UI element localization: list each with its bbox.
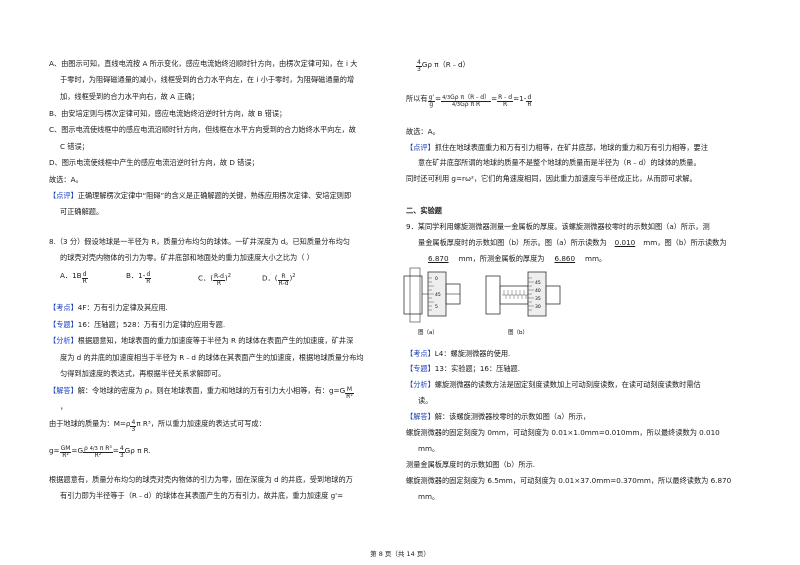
figure-a-caption: 图（a） [418, 328, 438, 336]
jieda-line: 螺旋测微器的固定刻度为 6.5mm，可动刻度为 0.01×37.0mm=0.37… [406, 476, 732, 485]
fenxi-line: 【分析】根据题意知，地球表面的重力加速度等于半径为 R 的球体在表面产生的加速度… [49, 336, 354, 345]
comment-line: 同时还可利用 g=rω²，它们的角速度相同，因此重力加速度与半径成正比，从而即可… [406, 174, 697, 183]
tick-label: 0 [435, 276, 438, 282]
tick-label: 45 [535, 280, 541, 286]
question-8-stem: 8.（3 分）假设地球是一半径为 R，质量分布均匀的球体。一矿井深度为 d。已知… [49, 237, 350, 246]
text-line: D、图示电流使线框中产生的感应电流沿逆时针方向，故 D 错误； [49, 158, 259, 167]
figure-b-caption: 图（b） [508, 328, 528, 336]
jieda-line: 【解答】解：该螺旋测微器校零时的示数如图（a）所示， [406, 412, 591, 421]
text-line: A、由图示可知，直线电流按 A 所示变化，感应电流始终沿顺时针方向，由楞次定律可… [49, 59, 358, 68]
micrometer-b: 45 40 35 30 图（b） [485, 271, 561, 336]
text-line: 故选：A。 [49, 175, 83, 184]
question-9-stem: 9．某同学利用螺旋测微器测量一金属板的厚度。该螺旋测微器校零时的示数如图（a）所… [406, 222, 710, 231]
text-line: C、图示电流使线框中的感应电流沿顺时针方向，但线框在水平方向受到的合力始终水平向… [49, 125, 356, 134]
fenxi-line: 匀得到加速度的表达式，再根据半径关系求解即可。 [60, 369, 226, 378]
fenxi-line: 度为 d 的井底的加速度相当于半径为 R﹣d 的球体在其表面产生的加速度，根据地… [60, 353, 364, 362]
jieda-line: mm。 [418, 492, 440, 501]
fenxi-line: 【分析】螺旋测微器的读数方法是固定刻度读数加上可动刻度读数，在读可动刻度读数时需… [406, 380, 701, 389]
tick-label: 35 [535, 296, 541, 302]
zhuanti-line: 【专题】13：实验题；16：压轴题. [406, 364, 521, 373]
text-line: 有引力即为半径等于（R﹣d）的球体在其表面产生的万有引力，故井底，重力加速度 g… [60, 491, 344, 500]
section-heading: 二、实验题 [406, 206, 442, 215]
tick-label: 40 [535, 288, 541, 294]
answer-blank-3: 6.860 [554, 254, 576, 263]
comment-text: 正确理解楞次定律中“阻碍”的含义是正确解题的关键，熟练应用楞次定律、安培定则即 [77, 191, 352, 200]
tick-label: 45 [435, 292, 441, 298]
zhuanti-line: 【专题】16：压轴题；528：万有引力定律的应用专题. [49, 320, 226, 329]
text-line: B、由安培定则与楞次定律可知，感应电流始终沿逆时针方向，故 B 错误； [49, 109, 287, 118]
kaodian-line: 【考点】4F：万有引力定律及其应用. [49, 303, 168, 312]
comment-line: 【点评】抓住在地球表面重力和万有引力相等，在矿井底部，地球的重力和万有引力相等，… [406, 143, 708, 152]
text-line: ， [60, 402, 68, 411]
text-line: 于零时，为阻碍磁通量的减小，线框受到的合力水平向左，在 i 小于零时，为阻碍磁通… [60, 75, 355, 84]
text-line: C 错误； [60, 142, 89, 151]
page-footer: 第 8 页（共 14 页） [370, 550, 430, 558]
text-line: 根据题意有，质量分布均匀的球壳对壳内物体的引力为零，固在深度为 d 的井底，受到… [49, 475, 353, 484]
tick-label: 5 [435, 304, 438, 310]
answer-blank-1: 0.010 [614, 238, 636, 247]
jieda-line: 【解答】解：令地球的密度为 ρ，则在地球表面，重力和地球的万有引力大小相等，有：… [49, 385, 354, 400]
micrometer-figures: 0 45 5 图（a） [403, 267, 561, 336]
answer-blank-2: 6.870 [428, 254, 449, 263]
comment-tag: 【点评】 [49, 191, 78, 200]
text-line: 加，线框受到的合力水平向右，故 A 正确； [60, 92, 199, 101]
jieda-line: mm。 [418, 444, 440, 453]
micrometer-a: 0 45 5 图（a） [403, 267, 461, 336]
comment-line: 意在矿井底部所谓的地球的质量不是整个地球的质量而是半径为（R﹣d）的球体的质量。 [418, 158, 701, 167]
choose-line: 故选：A。 [406, 127, 440, 136]
kaodian-line: 【考点】L4：螺旋测微器的使用. [406, 349, 511, 358]
comment-text: 可正确解题。 [60, 207, 104, 216]
jieda-line: 测量金属板厚度时的示数如图（b）所示. [406, 460, 536, 469]
tick-label: 30 [535, 304, 541, 310]
question-8-stem: 的球壳对壳内物体的引力为零。矿井底部和地面处的重力加速度大小之比为（ ） [60, 253, 314, 262]
fenxi-line: 读。 [418, 396, 433, 405]
comment-line: 【点评】正确理解楞次定律中“阻碍”的含义是正确解题的关键，熟练应用楞次定律、安培… [49, 191, 351, 200]
jieda-line: 螺旋测微器的固定刻度为 0mm，可动刻度为 0.01×1.0mm=0.010mm… [406, 428, 720, 437]
